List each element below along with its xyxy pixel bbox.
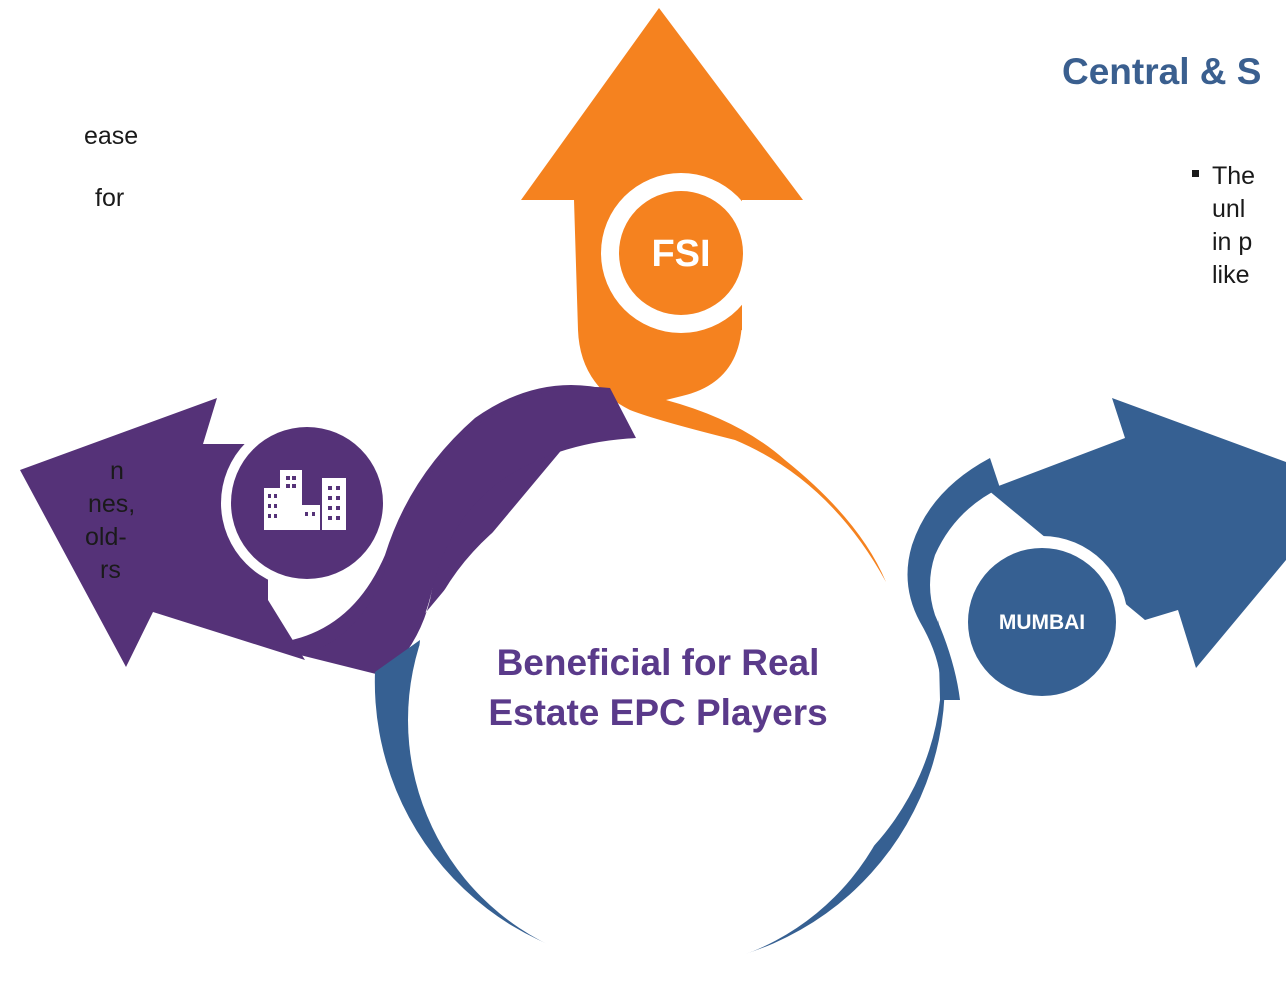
center-title-line-2: Estate EPC Players — [488, 692, 828, 733]
left-text-panel: ease for n nes, old- rs — [0, 0, 138, 700]
left-line-6: nes, — [88, 490, 136, 518]
mumbai-label: MUMBAI — [998, 611, 1086, 634]
blue-arrow — [988, 398, 1286, 668]
center-title: Beneficial for Real Estate EPC Players — [420, 638, 896, 738]
fsi-circle — [619, 191, 743, 315]
fsi-label: FSI — [651, 233, 711, 275]
right-line-2: unl — [1212, 195, 1246, 223]
right-heading: Central & S — [1062, 51, 1262, 92]
bullet-icon — [1192, 170, 1199, 177]
mumbai-circle — [968, 548, 1116, 696]
center-disc — [408, 470, 908, 970]
buildings-circle — [231, 427, 383, 579]
purple-band-inner — [300, 386, 636, 675]
center-title-line-1: Beneficial for Real — [496, 642, 820, 683]
right-line-3: in p — [1212, 228, 1253, 256]
left-line-2: for — [95, 184, 125, 212]
right-line-4: like — [1212, 261, 1250, 289]
left-line-5: n — [110, 457, 124, 485]
right-line-1: The — [1212, 162, 1256, 190]
left-line-8: rs — [100, 556, 121, 584]
left-line-1: ease — [84, 122, 139, 150]
blue-band — [907, 458, 1000, 700]
left-line-7: old- — [85, 523, 127, 551]
buildings-icon — [264, 470, 346, 530]
